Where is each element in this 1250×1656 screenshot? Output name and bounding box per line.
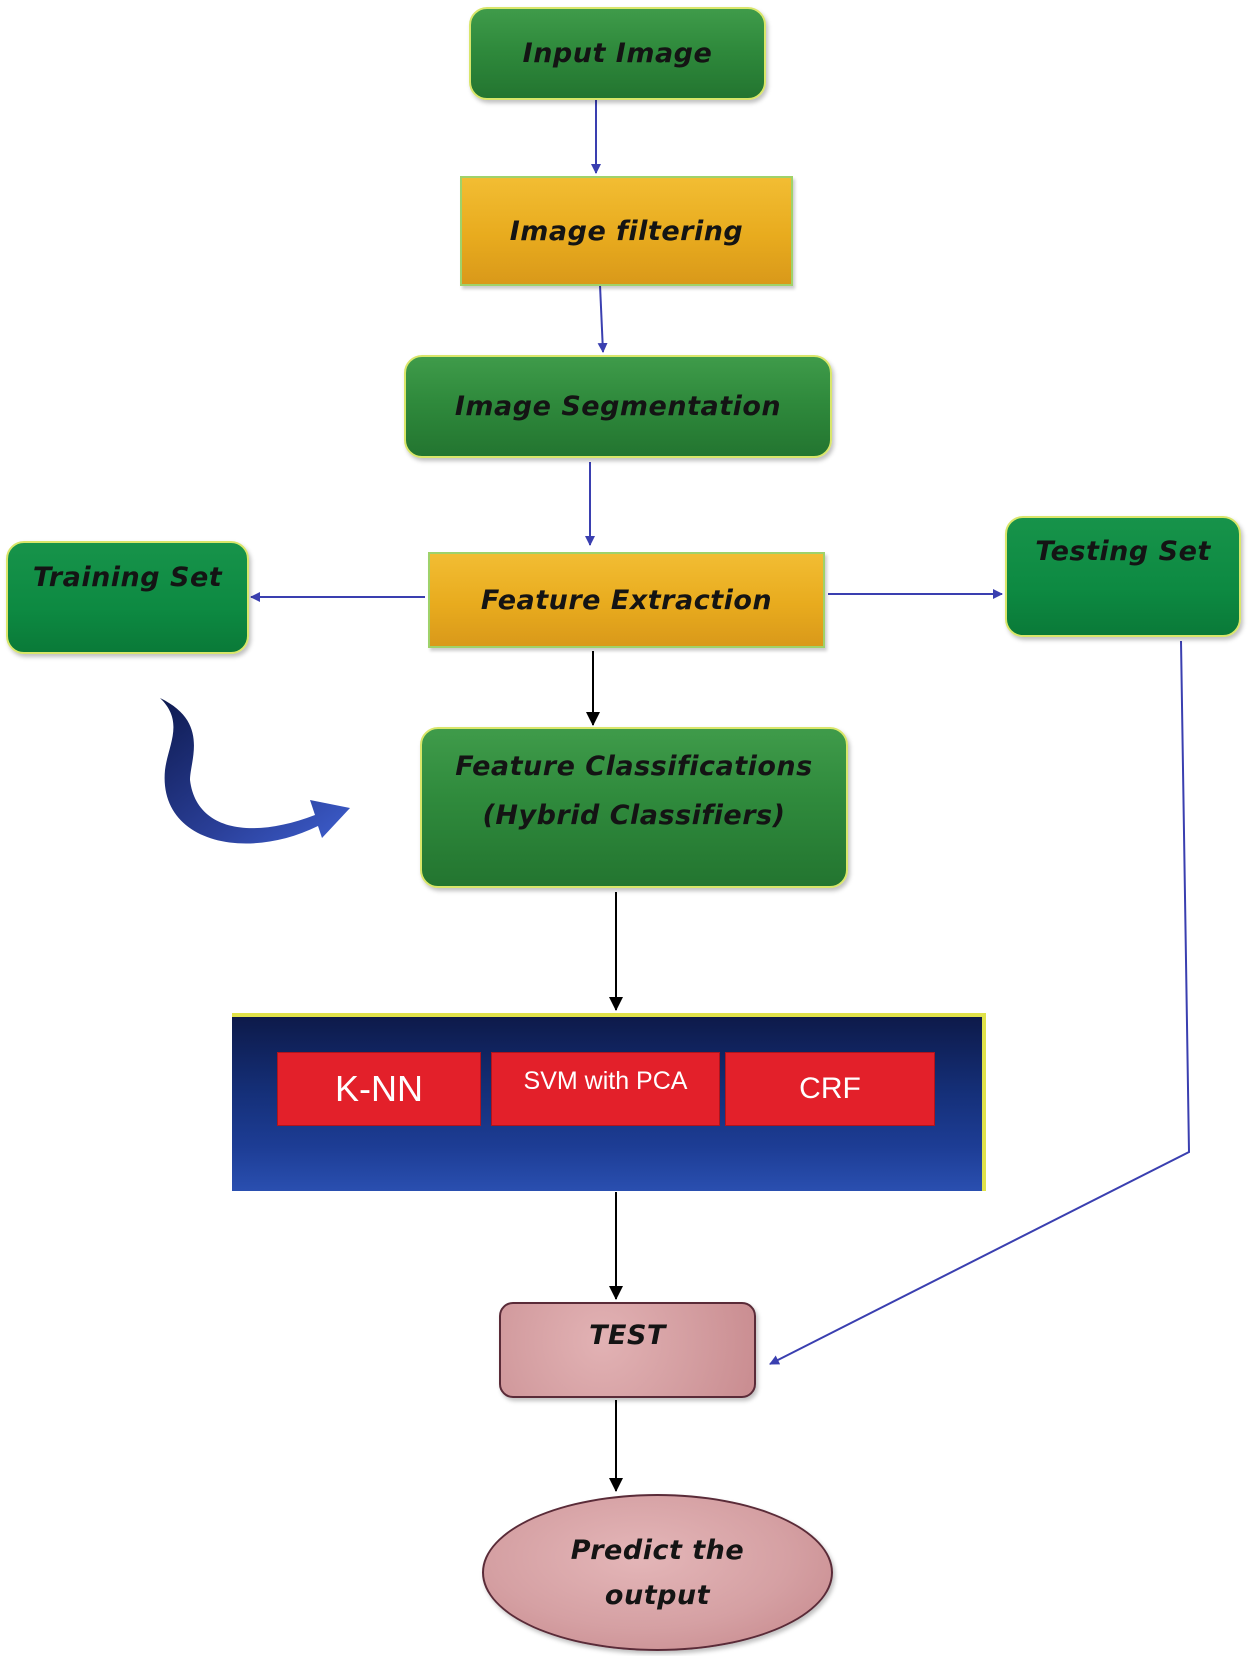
- node-input-image-label: Input Image: [522, 38, 713, 69]
- node-feature-classifications: Feature Classifications (Hybrid Classifi…: [420, 727, 848, 888]
- node-training-set-label: Training Set: [32, 562, 223, 593]
- node-feature-classifications-label: Feature Classifications: [455, 751, 813, 782]
- classifier-knn: K-NN: [277, 1052, 481, 1126]
- curved-arrow-icon: [160, 698, 350, 844]
- classifier-svm-pca: SVM with PCA: [491, 1052, 720, 1126]
- node-predict-output: Predict the output: [482, 1494, 833, 1651]
- node-test: TEST: [499, 1302, 756, 1398]
- node-image-segmentation: Image Segmentation: [404, 355, 832, 458]
- node-feature-extraction-label: Feature Extraction: [480, 584, 773, 616]
- node-feature-extraction: Feature Extraction: [428, 552, 825, 648]
- classifier-svm-pca-label: SVM with PCA: [523, 1067, 688, 1095]
- arrow-testing-to-test: [769, 640, 1191, 1365]
- node-testing-set-label: Testing Set: [1035, 536, 1211, 567]
- node-image-filtering: Image filtering: [460, 176, 793, 286]
- node-predict-output-label-line2: output: [604, 1579, 711, 1611]
- classifier-panel: K-NN SVM with PCA CRF: [232, 1013, 986, 1191]
- node-testing-set: Testing Set: [1005, 516, 1241, 637]
- node-predict-output-label-line1: Predict the: [570, 1534, 745, 1566]
- classifier-crf-label: CRF: [799, 1072, 861, 1105]
- arrow-filtering-to-segmentation: [597, 284, 608, 353]
- node-image-filtering-label: Image filtering: [509, 215, 744, 247]
- node-feature-classifications-sublabel: (Hybrid Classifiers): [482, 800, 786, 831]
- node-test-label: TEST: [589, 1320, 666, 1351]
- node-input-image: Input Image: [469, 7, 766, 100]
- node-training-set: Training Set: [6, 541, 249, 654]
- node-image-segmentation-label: Image Segmentation: [454, 391, 782, 422]
- classifier-knn-label: K-NN: [335, 1068, 423, 1109]
- classifier-crf: CRF: [725, 1052, 935, 1126]
